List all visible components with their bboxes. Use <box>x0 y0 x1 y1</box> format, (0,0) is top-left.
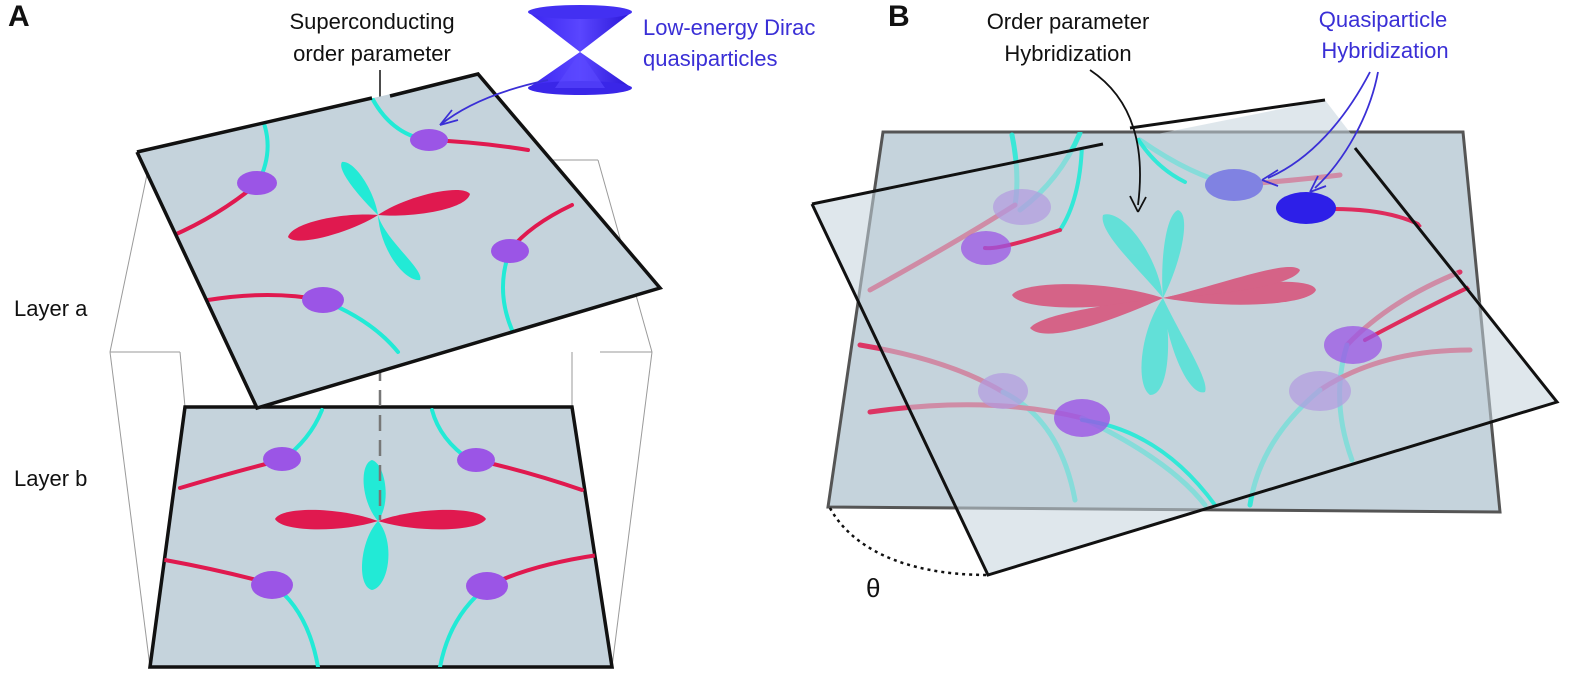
d-wave-order-parameter-hybrid <box>1012 210 1316 395</box>
qp-hybrid-arrowhead-2-icon <box>1309 175 1327 193</box>
layer-a-label: Layer a <box>14 296 88 321</box>
op-label-line2: Hybridization <box>1004 41 1131 66</box>
qp-hybrid-arrow-1 <box>1267 71 1371 179</box>
dirac-arrow <box>439 79 549 126</box>
node-b3 <box>251 571 293 599</box>
layer-b-label: Layer b <box>14 466 87 491</box>
sc-label-line1: Superconducting <box>289 9 454 34</box>
node-b-plate2-2 <box>1324 326 1382 364</box>
op-label-line1: Order parameter <box>987 9 1150 34</box>
node-a3 <box>491 239 529 263</box>
d-wave-order-parameter-a <box>288 161 470 281</box>
dirac-label-line1: Low-energy Dirac <box>643 15 815 40</box>
twist-angle-arc <box>828 507 989 577</box>
op-hybrid-arrowhead-icon <box>1129 195 1147 213</box>
layer-a-plate <box>135 72 664 411</box>
dirac-label-line2: quasiparticles <box>643 46 778 71</box>
qp-hybrid-arrow-2 <box>1314 71 1379 189</box>
node-b-plate2-3 <box>1054 399 1110 437</box>
node-a1 <box>237 171 277 195</box>
twist-angle-label: θ <box>866 573 880 603</box>
panel-a-letter: A <box>8 0 30 33</box>
dirac-arrowhead-icon <box>439 109 459 126</box>
plate-b-twisted <box>810 98 1560 577</box>
dirac-cone-icon <box>528 5 632 95</box>
qp-label-line2: Hybridization <box>1321 38 1448 63</box>
sc-label-line2: order parameter <box>293 41 451 66</box>
qp-hybrid-arrowhead-1-icon <box>1261 169 1279 187</box>
qp-label-line1: Quasiparticle <box>1319 7 1447 32</box>
layer-b-plate <box>147 405 615 669</box>
node-a2 <box>410 129 448 151</box>
node-b1 <box>263 447 301 471</box>
panel-b-letter: B <box>888 0 910 33</box>
node-b-plate2-1 <box>961 231 1011 265</box>
node-a4 <box>302 287 344 313</box>
dirac-node-2 <box>1276 192 1336 224</box>
node-b4 <box>466 572 508 600</box>
op-hybrid-arrow <box>1089 69 1141 206</box>
node-b2 <box>457 448 495 472</box>
